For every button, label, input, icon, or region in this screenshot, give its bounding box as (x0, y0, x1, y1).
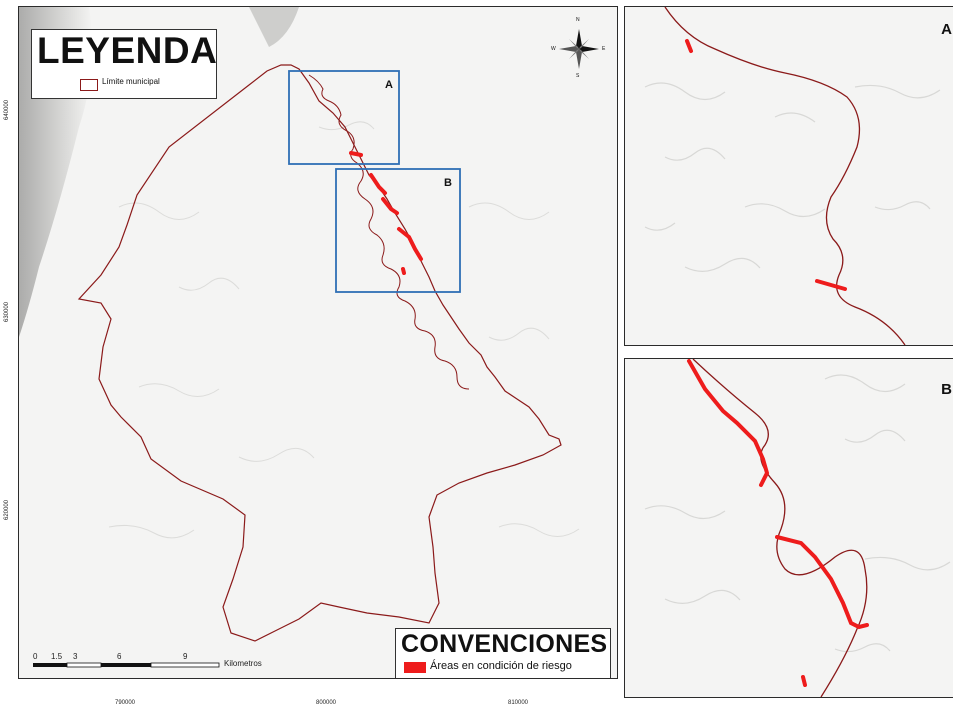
inset-map-a[interactable]: A (624, 6, 953, 346)
scale-unit: Kilometros (224, 659, 262, 668)
inset-a-boundary (664, 7, 906, 345)
legend-boundary-swatch (80, 79, 98, 91)
compass-e: E (602, 46, 606, 52)
legend-boundary-label: Límite municipal (102, 77, 160, 86)
y-tick-630000: 630000 (4, 301, 10, 322)
risk-area-5 (401, 267, 406, 275)
inset-b-label: B (941, 381, 952, 398)
risk-area-4 (397, 227, 423, 261)
north-arrow-icon (559, 29, 599, 69)
conventions-box: CONVENCIONES Áreas en condición de riesg… (395, 628, 611, 678)
risk-area-3 (381, 197, 399, 215)
inset-a-label: A (941, 21, 952, 38)
compass-n: N (576, 17, 580, 23)
inset-b-terrain (644, 374, 951, 653)
risk-areas (349, 151, 423, 275)
x-tick-810000: 810000 (508, 700, 529, 706)
legend-title: LEYENDA (37, 30, 218, 71)
inset-a-risk-areas (685, 39, 847, 291)
scale-tick-2: 3 (73, 652, 78, 661)
risk-area-2 (369, 173, 387, 195)
scale-bar (33, 662, 220, 668)
inset-b-risk-areas (687, 359, 869, 687)
terrain-relief-top (249, 7, 299, 47)
scale-tick-1: 1.5 (51, 652, 63, 661)
inset-frame-a (288, 70, 400, 165)
municipal-boundary (77, 64, 562, 642)
inset-frame-a-label: A (385, 79, 393, 91)
inset-b-canvas (644, 359, 951, 697)
inset-map-b[interactable]: B (624, 358, 953, 698)
terrain-texture (108, 121, 580, 539)
y-tick-640000: 640000 (4, 99, 10, 120)
inset-frame-b (335, 168, 461, 293)
main-map-canvas (19, 7, 599, 668)
inset-a-canvas (644, 7, 941, 345)
conventions-risk-swatch (404, 662, 426, 673)
compass-w: W (551, 46, 556, 52)
y-tick-620000: 620000 (4, 499, 10, 520)
scale-tick-0: 0 (33, 652, 38, 661)
main-map[interactable]: LEYENDA Límite municipal A B N S W E 0 1… (18, 6, 618, 679)
inset-frame-b-label: B (444, 177, 452, 189)
conventions-risk-label: Áreas en condición de riesgo (430, 660, 572, 672)
conventions-title: CONVENCIONES (401, 630, 608, 658)
compass-s: S (576, 73, 580, 79)
river-line (308, 74, 470, 390)
x-tick-800000: 800000 (316, 700, 337, 706)
inset-a-terrain (644, 82, 941, 272)
scale-tick-4: 9 (183, 652, 188, 661)
inset-b-boundary (692, 359, 868, 697)
x-tick-790000: 790000 (115, 700, 136, 706)
legend-box: LEYENDA Límite municipal (31, 29, 217, 99)
scale-tick-3: 6 (117, 652, 122, 661)
risk-area-1 (349, 151, 363, 157)
